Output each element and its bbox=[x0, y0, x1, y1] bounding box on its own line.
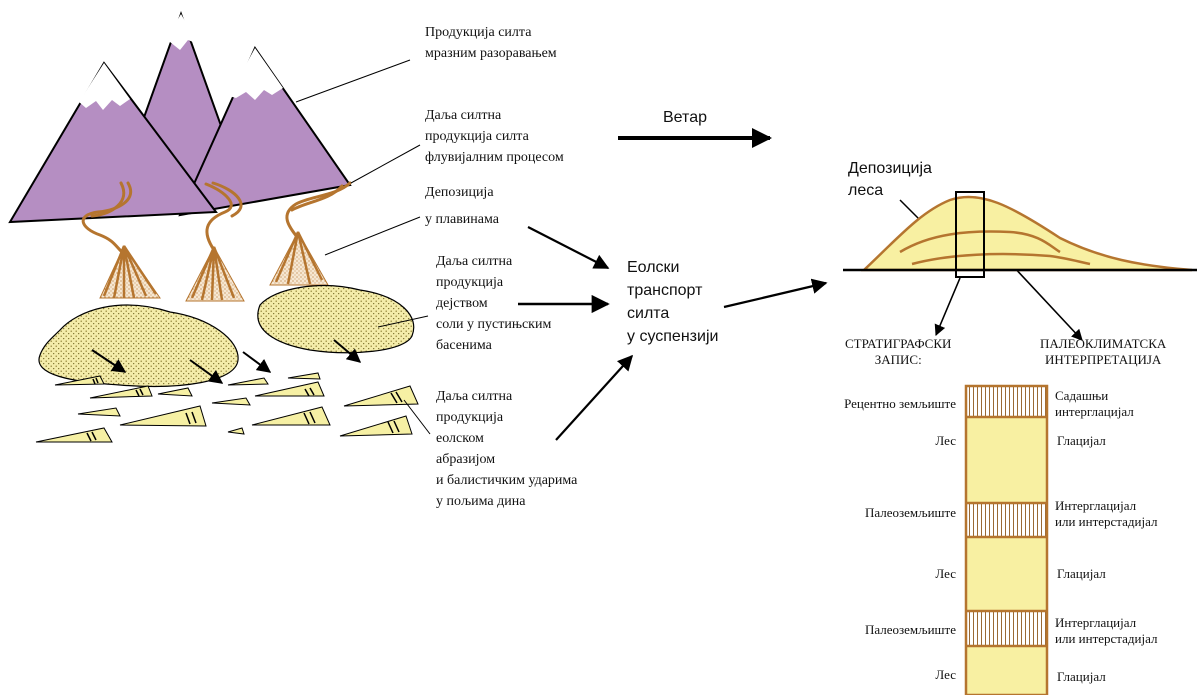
strat-label-loess-2: Лес bbox=[935, 566, 956, 582]
strat-label-recent-soil: Рецентно земљиште bbox=[844, 396, 956, 412]
label-loess-deposition: Депозиција леса bbox=[848, 158, 932, 202]
interp-label-interglacial-2: Интерглацијал или интерстадијал bbox=[1055, 615, 1157, 647]
label-floodplain-2: у плавинама bbox=[425, 209, 499, 230]
arrow-to-deposit bbox=[724, 283, 826, 307]
loess-mound bbox=[864, 197, 1192, 270]
strat-label-loess-1: Лес bbox=[935, 433, 956, 449]
label-fluvial-production: Даља силтна продукција силта флувијалним… bbox=[425, 105, 564, 168]
dune-field bbox=[36, 373, 418, 442]
mountain-range bbox=[10, 14, 350, 222]
label-frost-shattering: Продукција силта мразним разоравањем bbox=[425, 22, 557, 64]
layer-recent-soil bbox=[966, 386, 1047, 417]
label-eolian-abrasion: Даља силтна продукција еолском абразијом… bbox=[436, 386, 577, 512]
stratigraphic-column bbox=[966, 386, 1047, 695]
interp-label-interglacial-1: Интерглацијал или интерстадијал bbox=[1055, 498, 1157, 530]
layer-loess-3 bbox=[966, 646, 1047, 695]
layer-paleosol-1 bbox=[966, 503, 1047, 537]
arrow-to-strat bbox=[936, 278, 960, 335]
layer-loess-2 bbox=[966, 537, 1047, 611]
layer-paleosol-2 bbox=[966, 611, 1047, 646]
label-floodplain-1: Депозиција bbox=[425, 182, 494, 203]
interp-label-glacial-3: Глацијал bbox=[1057, 669, 1106, 685]
snow-cap-right bbox=[229, 48, 283, 100]
label-eolian-transport: Еолски транспорт силта у суспензији bbox=[627, 256, 718, 348]
interp-label-glacial-2: Глацијал bbox=[1057, 566, 1106, 582]
layer-loess-1 bbox=[966, 417, 1047, 503]
label-wind: Ветар bbox=[663, 106, 707, 129]
strat-record-header: СТРАТИГРАФСКИ ЗАПИС: bbox=[845, 336, 951, 368]
paleo-interpretation-header: ПАЛЕОКЛИМАТСКА ИНТЕРПРЕТАЦИЈА bbox=[1040, 336, 1166, 368]
strat-label-loess-3: Лес bbox=[935, 667, 956, 683]
strat-label-paleosol-2: Палеоземљиште bbox=[865, 622, 956, 638]
loess-deposit bbox=[843, 192, 1197, 277]
interp-label-current-interglacial: Садашњи интерглацијал bbox=[1055, 388, 1134, 420]
interp-label-glacial-1: Глацијал bbox=[1057, 433, 1106, 449]
label-salt-weathering: Даља силтна продукција дејством соли у п… bbox=[436, 251, 551, 356]
strat-label-paleosol-1: Палеоземљиште bbox=[865, 505, 956, 521]
